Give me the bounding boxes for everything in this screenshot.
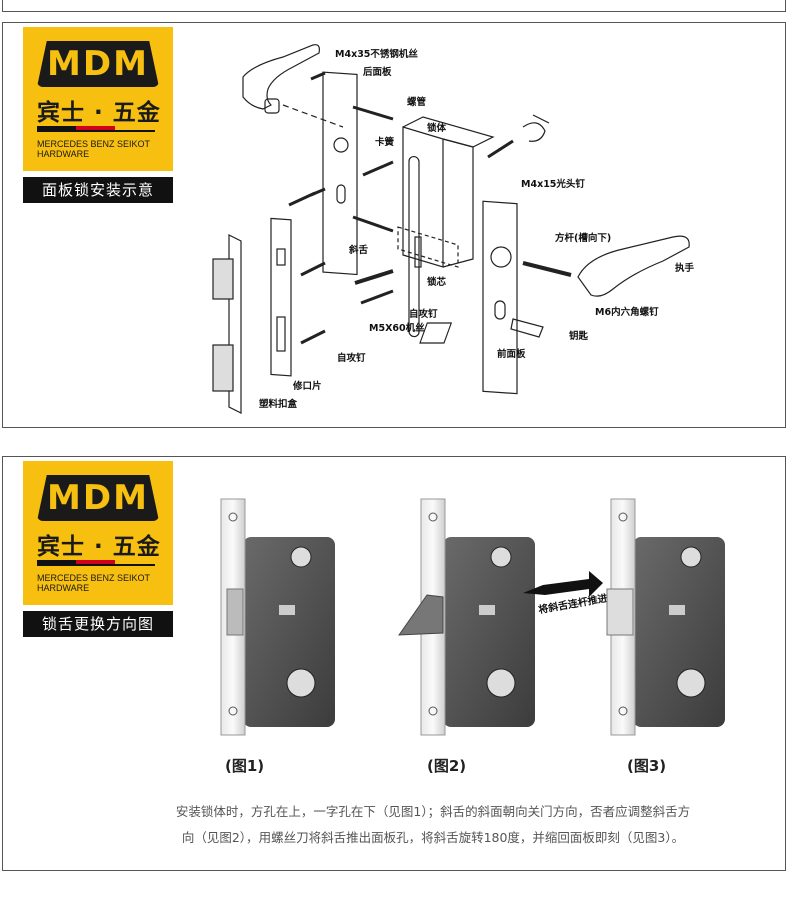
label-screw-tube: 螺管	[407, 96, 427, 108]
label-front-panel: 前面板	[497, 348, 526, 360]
installation-diagram-panel: MDM 宾士 · 五金 MERCEDES BENZ SEIKOT HARDWAR…	[2, 22, 786, 428]
brand-logo-2: MDM 宾士 · 五金 MERCEDES BENZ SEIKOT HARDWAR…	[23, 461, 173, 605]
front-handle	[577, 235, 690, 297]
installation-instructions: 安装锁体时，方孔在上，一字孔在下（见图1）；斜舌的斜面朝向关门方向，否者应调整斜…	[133, 799, 733, 851]
logo-flag-stripe	[37, 126, 155, 130]
label-m4x35: M4x35不锈钢机丝	[335, 48, 418, 60]
label-m5x60: M5X60机丝	[369, 322, 425, 334]
label-rear-panel: 后面板	[363, 66, 392, 78]
logo-wordmark-2: MDM	[37, 475, 159, 521]
top-border-strip	[2, 0, 786, 12]
label-square-rod: 方杆(槽向下)	[555, 232, 611, 244]
logo-english-line1: MERCEDES BENZ SEIKOT	[37, 139, 151, 149]
lock-exploded-diagram: M4x35不锈钢机丝 后面板 螺管 锁体 卡簧 M4x15光头钉 方杆(槽向下)…	[212, 44, 695, 414]
latch-direction-panel: MDM 宾士 · 五金 MERCEDES BENZ SEIKOT HARDWAR…	[2, 456, 786, 871]
logo-chinese-name-2: 宾士 · 五金	[37, 534, 161, 560]
logo-english-name-2: MERCEDES BENZ SEIKOT HARDWARE	[37, 573, 150, 593]
instructions-line-1: 安装锁体时，方孔在上，一字孔在下（见图1）；斜舌的斜面朝向关门方向，否者应调整斜…	[175, 804, 691, 819]
figure-1-caption: (图1)	[225, 757, 265, 775]
label-self-tap-1: 自攻钉	[409, 308, 438, 320]
instructions-line-2: 向（见图2），用螺丝刀将斜舌推出面板孔，将斜舌旋转180度，并缩回面板即刻（见图…	[181, 830, 685, 845]
push-instruction-label: 将斜舌连杆推进	[537, 591, 608, 616]
lock-cylinder	[397, 226, 459, 268]
rear-handle	[242, 44, 320, 110]
label-handle: 执手	[675, 262, 695, 274]
logo-english-line1-2: MERCEDES BENZ SEIKOT	[37, 573, 151, 583]
logo-wordmark: MDM	[37, 41, 159, 87]
label-plastic-box: 塑料扣盒	[259, 398, 298, 410]
figure-3-lock	[606, 498, 725, 736]
logo-flag-stripe-2	[37, 560, 155, 564]
logo-underline-2	[37, 564, 155, 566]
key	[510, 318, 544, 338]
label-lock-body: 锁体	[427, 122, 447, 134]
brand-logo: MDM 宾士 · 五金 MERCEDES BENZ SEIKOT HARDWAR…	[23, 27, 173, 171]
strike-plate	[270, 217, 292, 377]
logo-english-line2-2: HARDWARE	[37, 583, 90, 593]
logo-wordmark-text: MDM	[47, 44, 149, 84]
label-self-tap-2: 自攻钉	[337, 352, 366, 364]
label-m6-hex: M6内六角螺钉	[595, 306, 659, 318]
label-m4x15: M4x15光头钉	[521, 178, 585, 190]
rear-panel	[322, 71, 358, 276]
front-panel	[482, 200, 518, 395]
label-repair-plate: 修口片	[292, 380, 322, 392]
label-cylinder: 锁芯	[427, 276, 447, 288]
label-latch: 斜舌	[348, 244, 369, 256]
section-title-latch-direction: 锁舌更换方向图	[23, 611, 173, 637]
logo-underline	[37, 130, 155, 132]
label-key: 钥匙	[569, 330, 589, 342]
lock-figures: 将斜舌连杆推进	[220, 498, 725, 736]
figure-2-caption: (图2)	[427, 757, 467, 775]
logo-english-name: MERCEDES BENZ SEIKOT HARDWARE	[37, 139, 150, 159]
logo-english-line2: HARDWARE	[37, 149, 90, 159]
figure-3-caption: (图3)	[627, 757, 667, 775]
logo-chinese-name: 宾士 · 五金	[37, 100, 161, 126]
label-clip: 卡簧	[375, 136, 395, 148]
logo-wordmark-text-2: MDM	[47, 478, 149, 518]
figure-2-lock	[398, 498, 603, 736]
section-title-installation: 面板锁安装示意	[23, 177, 173, 203]
rear-handle-collar	[264, 98, 280, 114]
figure-1-lock	[220, 498, 335, 736]
